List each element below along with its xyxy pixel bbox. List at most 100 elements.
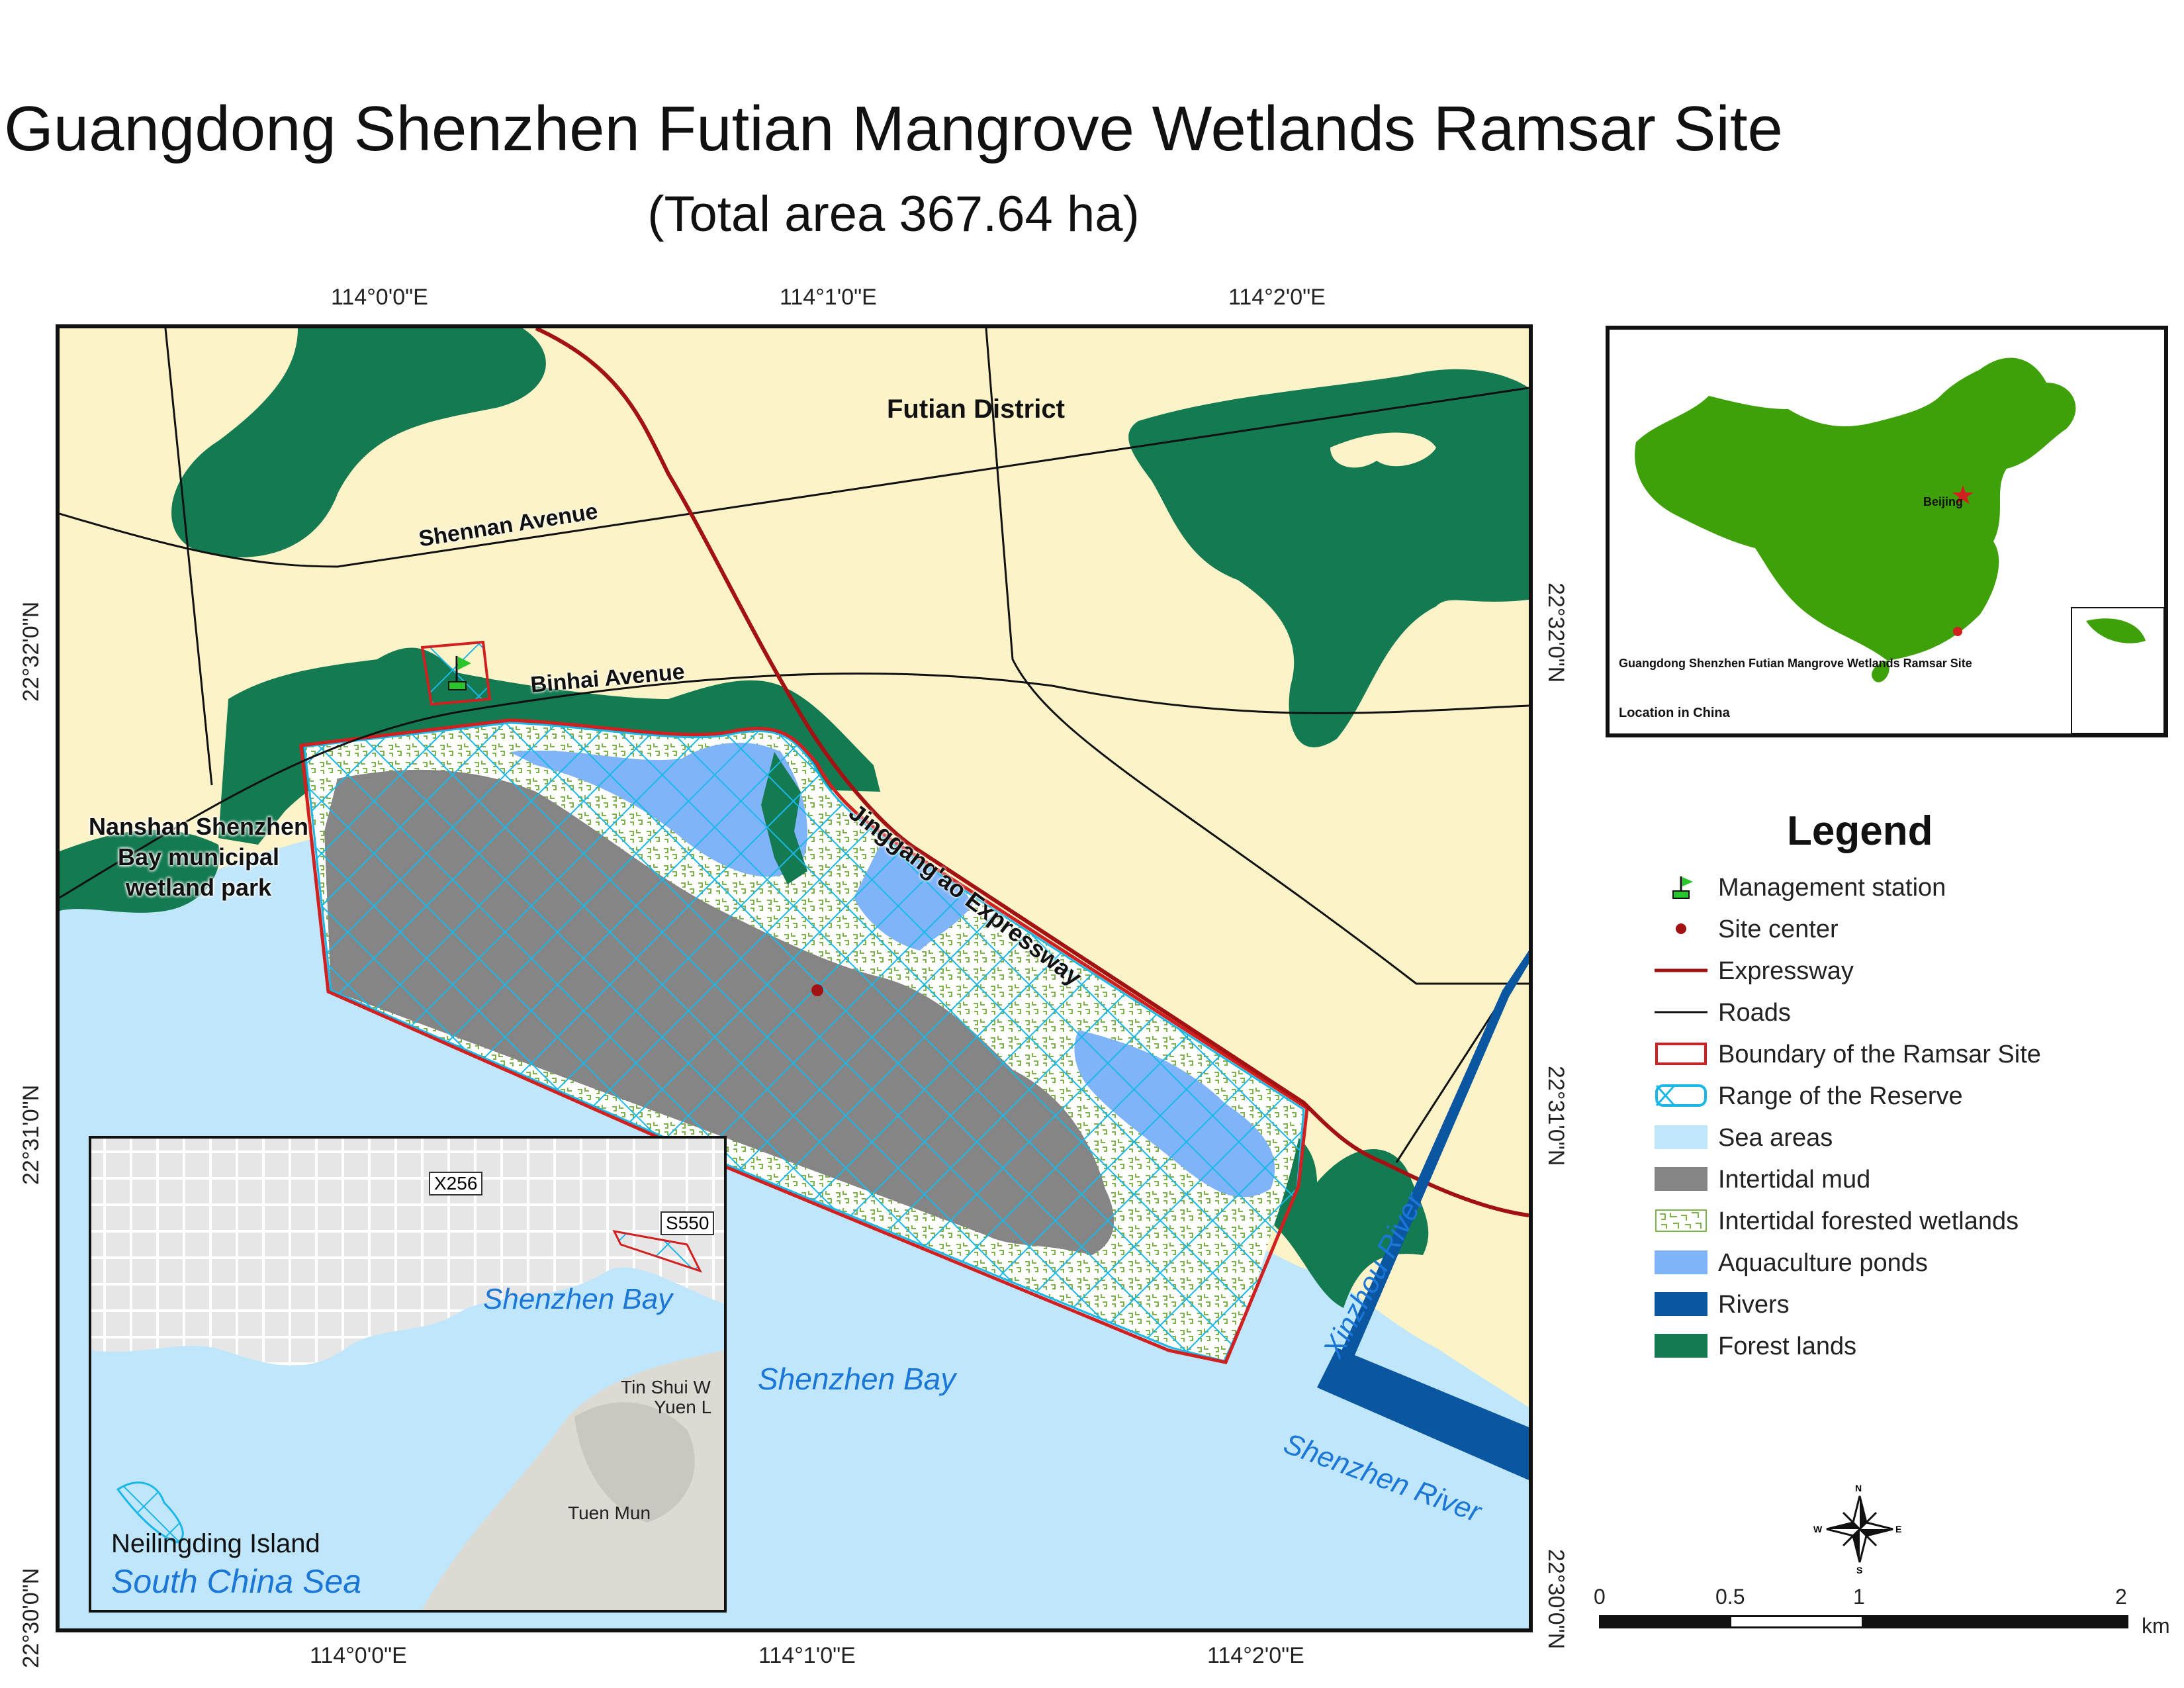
shenzhen-river [1317, 1348, 1529, 1480]
top-lon-label-1: 114°0'0"E [331, 285, 428, 310]
legend-symbol-0 [1655, 875, 1707, 899]
north-arrow-svg [1826, 1495, 1893, 1563]
legend-label-9: Aquaculture ponds [1718, 1249, 1928, 1277]
legend-symbol-8 [1655, 1209, 1707, 1233]
road-east [985, 328, 1529, 985]
right-lat-label-3: 22°30'0"N [1543, 1549, 1569, 1650]
inset-road-s550: S550 [660, 1211, 715, 1235]
park-line-3: wetland park [125, 874, 272, 901]
inset-label-neilingding: Neilingding Island [111, 1529, 320, 1558]
bottom-lon-label-2: 114°1'0"E [758, 1643, 856, 1668]
reserve-range [303, 722, 1305, 1362]
neilingding-island-shape [116, 1481, 184, 1544]
inset-label-shenzhen-bay: Shenzhen Bay [483, 1283, 673, 1315]
forest-nanshan-park [60, 829, 220, 913]
expressway-line [535, 328, 1529, 1217]
detail-inset-svg [91, 1139, 724, 1610]
inset-label-tuen-mun: Tuen Mun [568, 1503, 651, 1523]
legend-symbol-10 [1655, 1292, 1707, 1316]
ramsar-boundary [299, 718, 1309, 1364]
bottom-lon-label-1: 114°0'0"E [310, 1643, 407, 1668]
legend-label-6: Sea areas [1718, 1124, 1833, 1152]
label-site-location: Guangdong Shenzhen Futian Mangrove Wetla… [1619, 657, 1972, 670]
road-binhai-avenue [60, 672, 1529, 899]
top-lon-label-3: 114°2'0"E [1228, 285, 1326, 310]
inset-site-outline [612, 1229, 702, 1273]
label-location-caption: Location in China [1619, 706, 1730, 720]
legend-label-8: Intertidal forested wetlands [1718, 1207, 2019, 1235]
inset-road-x256: X256 [429, 1172, 483, 1196]
south-label: S [1856, 1565, 1863, 1575]
road-west-north-south [164, 328, 213, 786]
legend-label-1: Site center [1718, 915, 1839, 943]
east-label: E [1895, 1524, 1902, 1534]
road-shennan-avenue [60, 387, 1529, 568]
label-futian-district: Futian District [887, 395, 1065, 424]
china-map-svg [1635, 357, 2164, 733]
legend-symbol-6 [1655, 1125, 1707, 1149]
scale-tick-2: 2 [2115, 1585, 2127, 1609]
legend-symbol-11 [1655, 1334, 1707, 1358]
map-subtitle: (Total area 367.64 ha) [647, 186, 1140, 242]
main-map-svg [60, 328, 1529, 1628]
south-sea-box [2071, 607, 2164, 733]
scale-tick-1: 1 [1853, 1585, 1865, 1609]
right-lat-label-1: 22°32'0"N [1543, 583, 1569, 683]
park-line-1: Nanshan Shenzhen [88, 813, 309, 840]
left-lat-label-1: 22°32'0"N [19, 601, 44, 702]
legend-label-2: Expressway [1718, 957, 1854, 985]
hainan-shape [1872, 661, 1889, 682]
urban-basemap [91, 1139, 724, 1366]
label-shenzhen-bay: Shenzhen Bay [758, 1362, 956, 1396]
legend-symbol-1 [1655, 917, 1707, 941]
beijing-star-icon [1952, 485, 1974, 504]
legend-label-4: Boundary of the Ramsar Site [1718, 1041, 2041, 1068]
site-location-dot-icon [1953, 627, 1962, 636]
site-center-dot-icon[interactable] [811, 984, 823, 996]
legend-label-3: Roads [1718, 999, 1791, 1027]
park-line-2: Bay municipal [117, 843, 280, 870]
legend-label-11: Forest lands [1718, 1333, 1857, 1360]
scale-bar [1599, 1615, 2128, 1628]
hill-shade [574, 1402, 695, 1523]
inset-label-yuen-long: Yuen L [654, 1397, 712, 1417]
forest-northwest [171, 328, 546, 557]
main-map[interactable]: Futian District Shennan Avenue Binhai Av… [56, 324, 1533, 1632]
top-lon-label-2: 114°1'0"E [780, 285, 877, 310]
legend-label-5: Range of the Reserve [1718, 1082, 1963, 1110]
management-station-flag-icon[interactable] [448, 656, 471, 690]
right-lat-label-2: 22°31'0"N [1543, 1066, 1569, 1166]
label-nanshan-park: Nanshan Shenzhen Bay municipal wetland p… [60, 812, 338, 903]
legend-label-0: Management station [1718, 874, 1946, 902]
inset-label-tin-shui: Tin Shui W [621, 1377, 711, 1397]
label-beijing: Beijing [1923, 495, 1964, 508]
location-inset[interactable]: Beijing Guangdong Shenzhen Futian Mangro… [1606, 326, 2168, 737]
legend-symbol-3 [1655, 1000, 1707, 1024]
legend-symbol-4 [1655, 1042, 1707, 1066]
forest-northeast [1128, 369, 1529, 747]
south-sea-coast [2086, 618, 2146, 643]
legend-label-10: Rivers [1718, 1291, 1790, 1319]
xinzhou-river [1337, 951, 1529, 1369]
west-label: W [1813, 1524, 1823, 1534]
north-arrow-icon: N S E W [1813, 1483, 1906, 1575]
scale-unit: km [2142, 1614, 2170, 1638]
legend-symbol-7 [1655, 1167, 1707, 1191]
north-label: N [1855, 1483, 1862, 1493]
scale-tick-0-5: 0.5 [1715, 1585, 1745, 1609]
scale-tick-0: 0 [1594, 1585, 1606, 1609]
china-shape [1635, 357, 2076, 661]
legend-title: Legend [1787, 808, 1933, 854]
map-title: Guangdong Shenzhen Futian Mangrove Wetla… [4, 93, 1783, 164]
detail-inset-map[interactable]: X256 S550 Shenzhen Bay Tin Shui W Yuen L… [89, 1136, 727, 1613]
legend-symbol-5 [1655, 1084, 1707, 1107]
clearing [1330, 432, 1436, 468]
scale-bar-seg3 [1862, 1617, 2126, 1626]
inset-label-south-china-sea: South China Sea [111, 1563, 362, 1600]
legend-symbol-9 [1655, 1250, 1707, 1274]
left-lat-label-3: 22°30'0"N [19, 1568, 44, 1668]
legend-label-7: Intertidal mud [1718, 1166, 1871, 1194]
bottom-lon-label-3: 114°2'0"E [1207, 1643, 1304, 1668]
scale-bar-seg1 [1601, 1617, 1731, 1626]
left-lat-label-2: 22°31'0"N [19, 1084, 44, 1185]
